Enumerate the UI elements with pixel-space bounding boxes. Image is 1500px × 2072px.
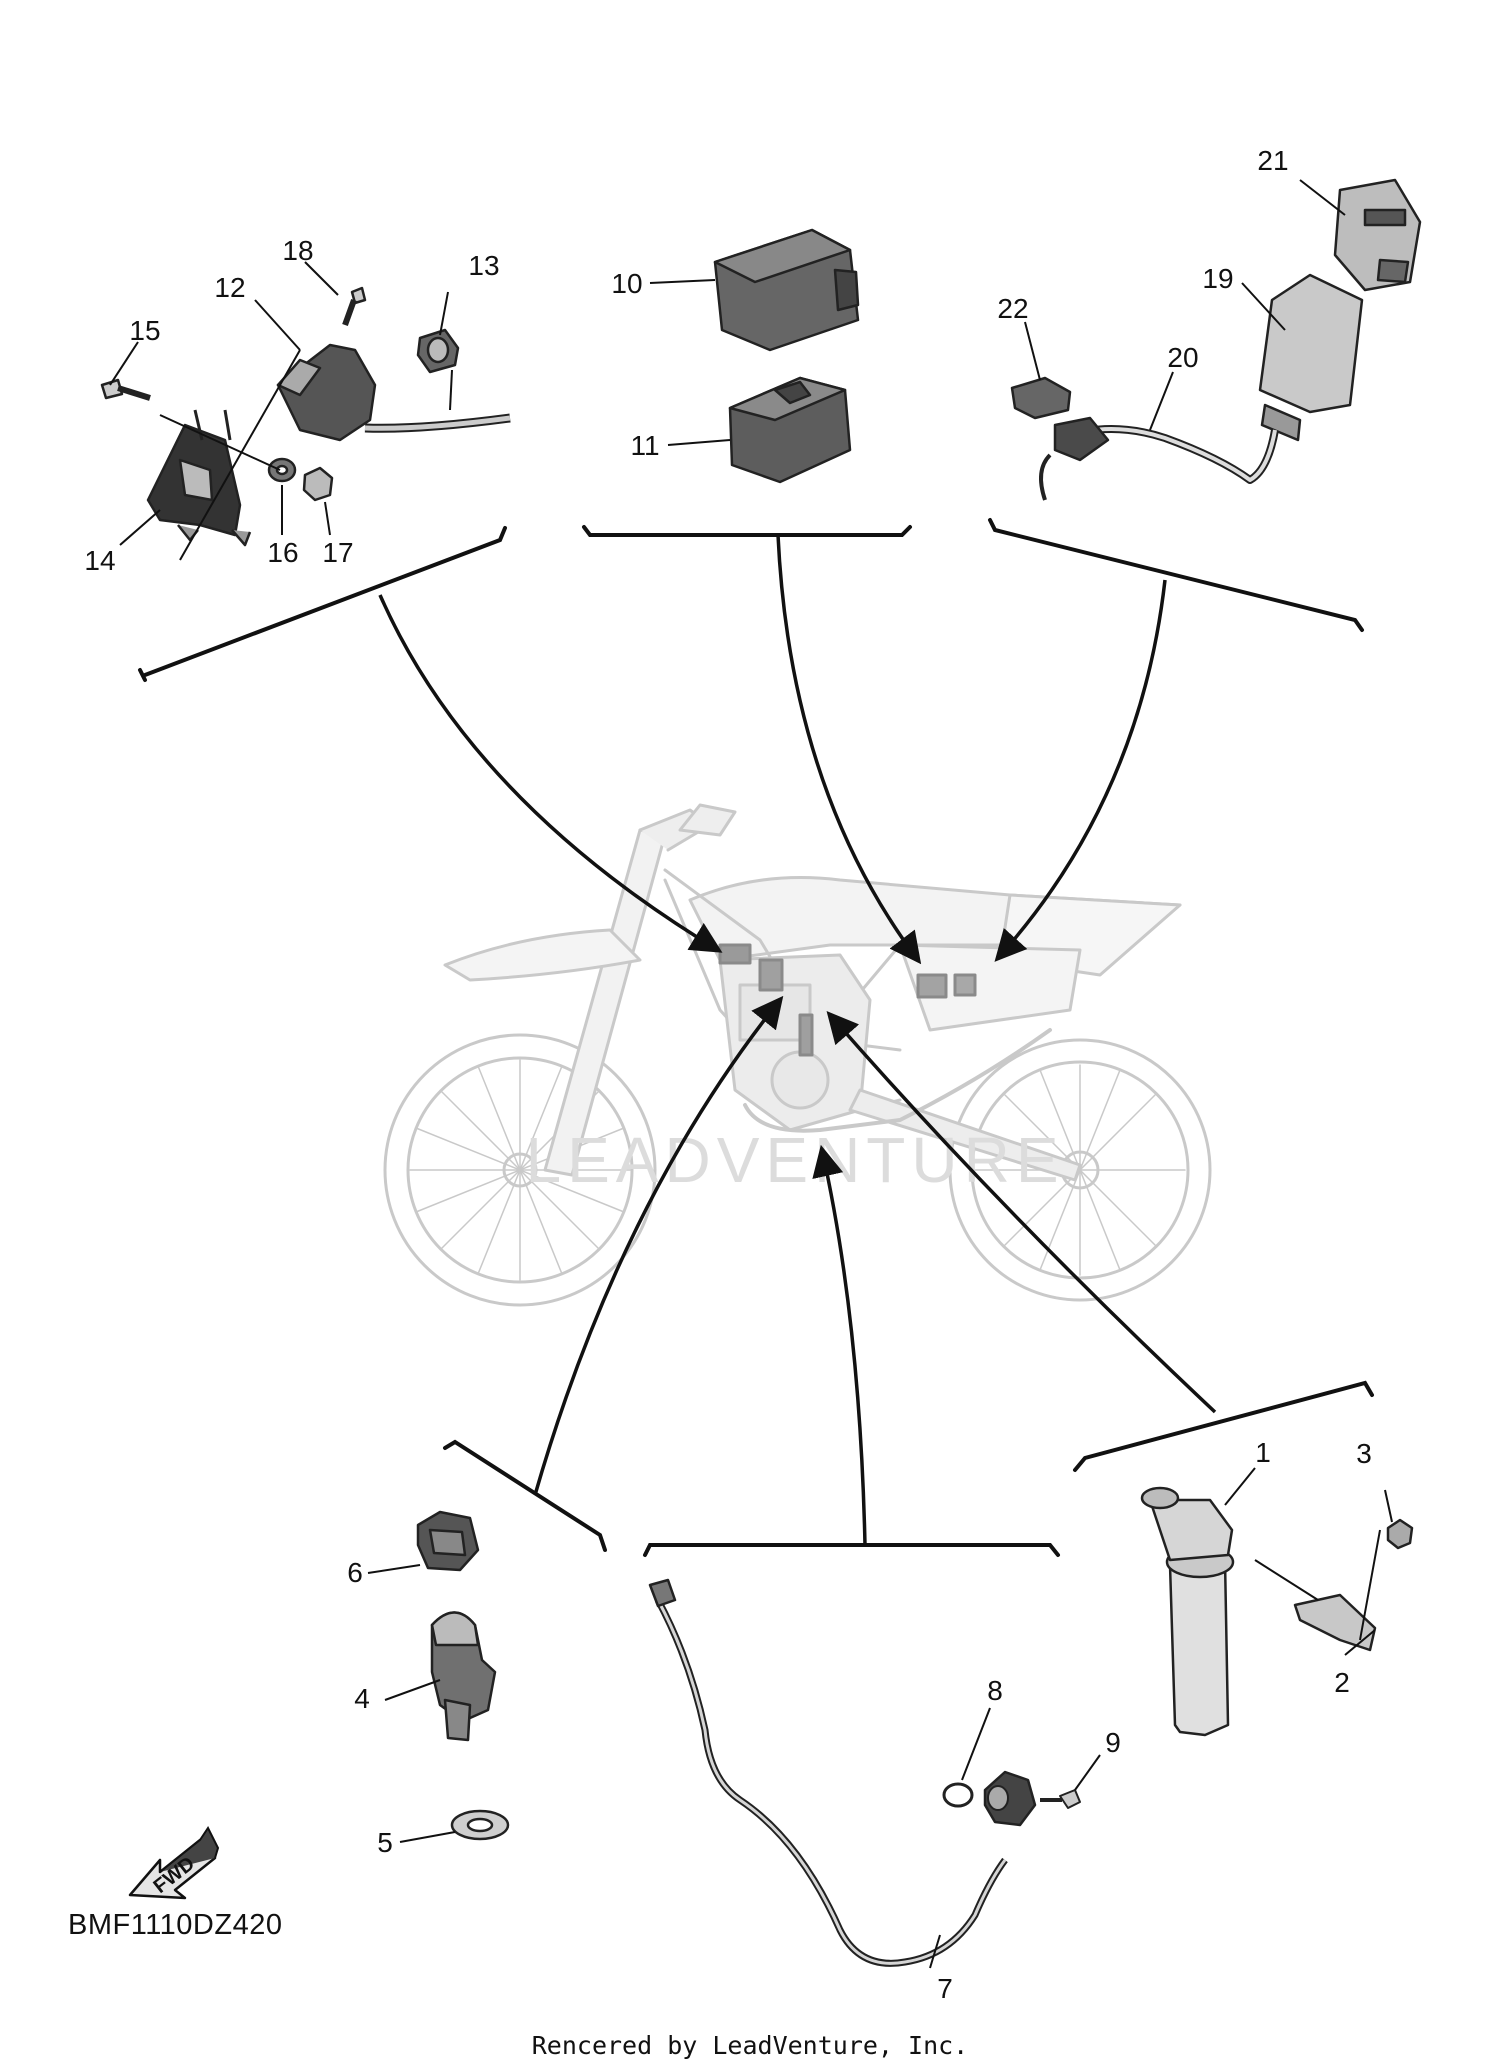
callout-leaders-top-right bbox=[1024, 179, 1346, 431]
callout-3: 3 bbox=[1356, 1438, 1372, 1469]
motorcycle-illustration bbox=[383, 803, 1212, 1307]
leader-bottom-left bbox=[533, 995, 784, 1496]
group-sensors-harness bbox=[1010, 178, 1422, 501]
leader-top-right bbox=[994, 579, 1167, 962]
leader-top-left bbox=[378, 594, 723, 953]
bracket-bottom-right bbox=[1073, 1380, 1374, 1472]
callout-12: 12 bbox=[214, 272, 245, 303]
callout-14: 14 bbox=[84, 545, 115, 576]
rear-wheel-spokes bbox=[974, 1064, 1186, 1276]
front-wheel-spokes bbox=[409, 1059, 631, 1281]
bracket-top-right bbox=[988, 518, 1364, 632]
throttle-tube bbox=[1168, 1558, 1230, 1737]
connector-22 bbox=[1010, 376, 1072, 420]
callout-19: 19 bbox=[1202, 263, 1233, 294]
handlebar bbox=[678, 803, 737, 837]
callout-leaders-top-left bbox=[109, 261, 453, 561]
front-fender bbox=[443, 928, 642, 982]
callout-leaders-top-middle bbox=[649, 279, 731, 446]
group-throttle bbox=[1140, 1486, 1414, 1737]
callout-13: 13 bbox=[468, 250, 499, 281]
bracket-top-left bbox=[138, 526, 507, 682]
callout-7: 7 bbox=[937, 1973, 953, 2004]
clamp-2 bbox=[1293, 1593, 1377, 1652]
rear-wheel bbox=[948, 1038, 1212, 1302]
callout-5: 5 bbox=[377, 1827, 393, 1858]
callout-16: 16 bbox=[267, 537, 298, 568]
callout-15: 15 bbox=[129, 315, 160, 346]
bolt-18 bbox=[350, 286, 367, 305]
drawing-code: BMF1110DZ420 bbox=[68, 1909, 282, 1941]
callout-leaders-bottom-middle bbox=[929, 1707, 1101, 1969]
forward-direction-badge: FWD bbox=[128, 1826, 220, 1900]
nut-3 bbox=[1386, 1518, 1414, 1550]
nut-17 bbox=[302, 466, 334, 502]
callout-8: 8 bbox=[987, 1675, 1003, 1706]
callout-18: 18 bbox=[282, 235, 313, 266]
group-temperature-sensor bbox=[416, 1510, 510, 1841]
o-ring-8 bbox=[942, 1782, 974, 1808]
callout-2: 2 bbox=[1334, 1667, 1350, 1698]
group-brackets bbox=[138, 518, 1374, 1557]
callout-20: 20 bbox=[1167, 342, 1198, 373]
bolt-9 bbox=[1059, 1789, 1081, 1809]
leader-top-middle bbox=[776, 534, 922, 965]
group-ecu bbox=[713, 228, 860, 484]
callout-4: 4 bbox=[354, 1683, 370, 1714]
front-wheel-rim bbox=[406, 1056, 634, 1284]
callout-leaders-bottom-left bbox=[367, 1564, 456, 1843]
callout-1: 1 bbox=[1255, 1437, 1271, 1468]
group-sensor-lead bbox=[648, 1578, 1081, 1967]
callout-11: 11 bbox=[630, 430, 659, 461]
callout-leaders-bottom-right bbox=[1224, 1467, 1393, 1656]
callout-numbers: 1 2 3 4 5 6 7 8 9 10 11 12 13 14 15 16 1… bbox=[84, 145, 1371, 2004]
bracket-top-middle bbox=[582, 525, 912, 537]
callout-6: 6 bbox=[347, 1557, 363, 1588]
callout-10: 10 bbox=[611, 268, 642, 299]
swingarm bbox=[848, 1088, 1082, 1182]
exhaust-pipe bbox=[743, 1028, 1052, 1133]
callout-21: 21 bbox=[1257, 145, 1288, 176]
front-wheel bbox=[383, 1033, 657, 1307]
leader-lines bbox=[378, 534, 1217, 1546]
module-19 bbox=[1258, 273, 1364, 414]
leader-bottom-right bbox=[826, 1011, 1217, 1414]
callout-9: 9 bbox=[1105, 1727, 1121, 1758]
callout-22: 22 bbox=[997, 293, 1028, 324]
watermark-text: LEADVENTURE bbox=[526, 1124, 1065, 1196]
leader-bottom-middle bbox=[812, 1144, 867, 1546]
callout-17: 17 bbox=[322, 537, 353, 568]
bracket-bottom-middle bbox=[643, 1543, 1060, 1557]
footer-credit: Rencered by LeadVenture, Inc. bbox=[532, 2031, 969, 2060]
bracket-bottom-left bbox=[443, 1439, 607, 1552]
group-ignition-coil bbox=[100, 286, 511, 547]
